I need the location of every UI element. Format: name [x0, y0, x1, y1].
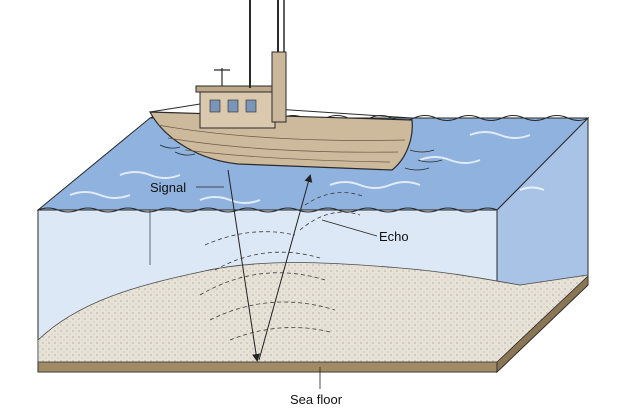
- cabin-window: [209, 99, 221, 113]
- sea-floor-base: [37, 361, 498, 373]
- boat-wake: [159, 144, 443, 171]
- sea-floor-label: Sea floor: [290, 392, 343, 407]
- stack: [271, 51, 287, 123]
- echo-leader: [321, 219, 378, 237]
- cabin-roof: [195, 85, 280, 93]
- cabin-window: [227, 99, 239, 113]
- sea-floor-base-right: [496, 275, 589, 373]
- cabin-window: [245, 99, 257, 113]
- hull-planking: [157, 124, 406, 163]
- water-line-front: [37, 207, 498, 213]
- echo-label: Echo: [379, 229, 409, 244]
- radar-antenna: [214, 68, 230, 86]
- signal-label: Signal: [150, 180, 187, 195]
- sea-floor-stipple: [38, 262, 588, 372]
- echo-ray: [258, 174, 313, 361]
- signal-ray: [227, 169, 261, 362]
- surface-waves: [69, 131, 545, 204]
- echo-waves: [199, 192, 366, 341]
